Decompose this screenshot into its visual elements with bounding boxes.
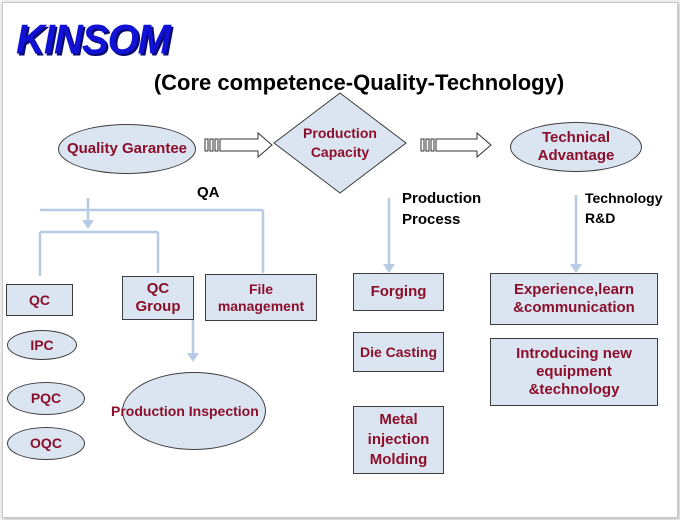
ipc-node: IPC	[7, 330, 77, 360]
experience-label: Experience,learn &communication	[513, 281, 635, 316]
introducing-node: Introducing new equipment &technology	[490, 338, 658, 406]
metal-injection-molding-node: Metal injection Molding	[353, 406, 444, 474]
production-inspection-label: Production Inspection	[111, 402, 259, 419]
block-arrow-capacity-to-technical	[420, 131, 492, 159]
introducing-label: Introducing new equipment &technology	[516, 345, 632, 398]
production-capacity-diamond	[273, 92, 407, 194]
forging-node: Forging	[353, 273, 444, 311]
production-process-label: Production Process	[402, 190, 482, 228]
ipc-label: IPC	[30, 336, 54, 353]
technical-advantage-label: Technical Advantage	[537, 129, 615, 164]
diagram-title: (Core competence-Quality-Technology)	[153, 70, 565, 95]
down-arrowheads	[82, 220, 582, 362]
qc-label: QC	[29, 291, 50, 308]
qc-group-label: QC Group	[135, 280, 181, 315]
production-capacity-label: Production Capacity	[303, 125, 377, 160]
production-inspection-node: Production Inspection	[111, 372, 266, 450]
technology-rd-label: Technology R&D	[585, 190, 663, 226]
oqc-label: OQC	[30, 435, 62, 452]
qa-label: QA	[197, 184, 220, 201]
production-capacity-node: Production Capacity	[286, 124, 394, 164]
qc-group-node: QC Group	[122, 276, 194, 320]
metal-injection-molding-label: Metal injection Molding	[367, 411, 430, 468]
kinsom-logo: KINSOM	[16, 16, 171, 64]
block-arrow-qa-to-capacity	[204, 131, 273, 159]
technical-advantage-node: Technical Advantage	[510, 122, 642, 172]
qa-tree-connector	[38, 195, 578, 355]
pqc-label: PQC	[30, 390, 62, 407]
qc-node: QC	[6, 284, 73, 316]
die-casting-node: Die Casting	[353, 332, 444, 372]
die-casting-label: Die Casting	[359, 343, 437, 360]
experience-node: Experience,learn &communication	[490, 273, 658, 325]
pqc-node: PQC	[7, 382, 85, 415]
oqc-node: OQC	[7, 427, 85, 460]
quality-garantee-node: Quality Garantee	[58, 124, 196, 174]
forging-label: Forging	[370, 283, 427, 300]
file-management-node: File management	[205, 274, 317, 321]
quality-garantee-label: Quality Garantee	[66, 140, 188, 157]
file-management-label: File management	[217, 280, 305, 314]
